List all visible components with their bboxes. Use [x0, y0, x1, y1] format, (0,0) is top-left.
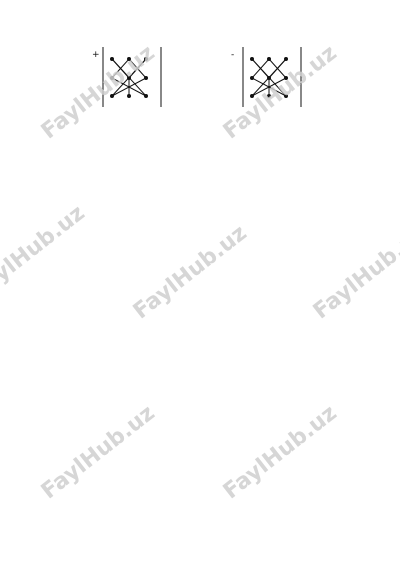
matrix-node — [284, 57, 288, 61]
matrix-node — [144, 57, 148, 61]
sarrus-scheme-positive — [102, 47, 162, 107]
watermark: FaylHub.uz — [36, 400, 160, 505]
matrix-node — [127, 76, 131, 80]
watermark: FaylHub.uz — [128, 220, 252, 325]
matrix-node — [250, 94, 254, 98]
plus-sign: + — [92, 50, 100, 60]
sarrus-scheme-negative — [242, 47, 302, 107]
matrix-node — [250, 76, 254, 80]
matrix-node — [267, 76, 271, 80]
matrix-node — [144, 76, 148, 80]
matrix-node — [267, 94, 271, 98]
watermark: FaylHub.uz — [0, 200, 90, 305]
matrix-node — [284, 76, 288, 80]
minus-sign: - — [231, 50, 235, 60]
matrix-node — [144, 94, 148, 98]
matrix-node — [267, 57, 271, 61]
watermark: FaylHub.uz — [308, 220, 400, 325]
matrix-node — [110, 76, 114, 80]
matrix-node — [127, 57, 131, 61]
matrix-node — [110, 57, 114, 61]
matrix-node — [284, 94, 288, 98]
matrix-node — [250, 57, 254, 61]
watermark: FaylHub.uz — [218, 400, 342, 505]
matrix-node — [110, 94, 114, 98]
matrix-node — [127, 94, 131, 98]
